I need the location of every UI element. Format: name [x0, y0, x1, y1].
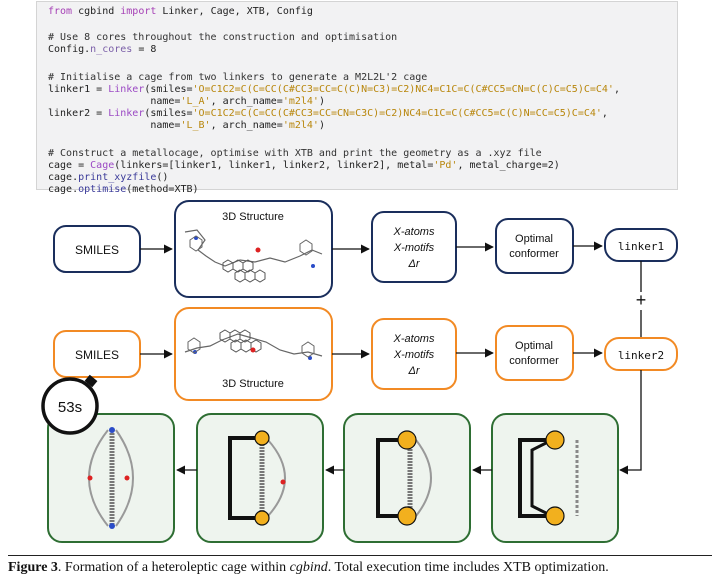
- molecule-image-1: [184, 229, 323, 283]
- code-token: 8: [150, 44, 157, 55]
- feature-xmotifs-2: X-motifs: [393, 349, 435, 361]
- code-line: name='L_B', arch_name='m2l4'): [48, 120, 325, 132]
- code-token: (linkers=[linker1, linker1, linker2, lin…: [114, 160, 434, 171]
- code-line: from cgbind import Linker, Cage, XTB, Co…: [48, 6, 313, 18]
- code-token: 'L_A': [180, 96, 211, 107]
- timer-label: 53s: [58, 399, 82, 416]
- code-token: Linker: [108, 108, 145, 119]
- code-token: , metal_charge=: [457, 160, 548, 171]
- linker2-label: linker2: [618, 349, 664, 362]
- cage-panel-4: [491, 413, 619, 543]
- code-token: Cage: [90, 160, 115, 171]
- code-token: import: [120, 6, 157, 17]
- cage-frame-2: [228, 430, 286, 526]
- code-token: (method=XTB): [126, 184, 199, 195]
- row2: SMILES 3D Structure X-atoms X-motifs Δr …: [53, 307, 678, 401]
- conformer-label-2a: Optimal: [515, 340, 553, 352]
- code-token: Linker, Cage, XTB, Config: [156, 6, 313, 17]
- code-block: from cgbind import Linker, Cage, XTB, Co…: [36, 1, 678, 195]
- caption-italic: cgbind: [289, 560, 328, 575]
- figure-caption: Figure 3. Formation of a heteroleptic ca…: [8, 555, 712, 576]
- cage-frame-4: [518, 430, 579, 526]
- code-token: linker2 =: [48, 108, 109, 119]
- code-token: print_xyzfile: [78, 172, 157, 183]
- code-token: 'O=C1C2=C(C=CC(C#CC3=CC=CN=C3C)=C2)NC4=C…: [192, 108, 602, 119]
- code-token: Config.: [48, 44, 91, 55]
- code-token: =: [132, 44, 151, 55]
- smiles-label-2: SMILES: [75, 348, 119, 362]
- features-box-2: [371, 318, 457, 390]
- code-token: 2: [547, 160, 554, 171]
- code-line: linker1 = Linker(smiles='O=C1C2=C(C=CC(C…: [48, 84, 620, 96]
- code-token: 'm2l4': [282, 96, 319, 107]
- code-line: cage.print_xyzfile(): [48, 172, 168, 184]
- code-token: name=: [48, 96, 181, 107]
- code-token: (smiles=: [144, 108, 193, 119]
- code-token: cage =: [48, 160, 91, 171]
- cage-row: [47, 413, 619, 543]
- code-token: cage.: [48, 184, 79, 195]
- code-token: Linker: [108, 84, 145, 95]
- code-token: n_cores: [90, 44, 133, 55]
- smiles-label-1: SMILES: [75, 243, 119, 257]
- code-line: linker2 = Linker(smiles='O=C1C2=C(C=CC(C…: [48, 108, 608, 120]
- code-line: # Initialise a cage from two linkers to …: [48, 72, 427, 84]
- conformer-box-2: [495, 325, 574, 381]
- molecule-image-2: [184, 329, 323, 360]
- code-token: ,: [601, 108, 608, 119]
- code-token: , arch_name=: [210, 96, 283, 107]
- feature-xatoms-1: X-atoms: [393, 226, 435, 238]
- caption-label: Figure 3: [8, 560, 58, 575]
- code-token: linker1 =: [48, 84, 109, 95]
- code-token: ): [318, 96, 325, 107]
- cage-frame-3: [376, 430, 432, 526]
- conformer-label-1b: conformer: [509, 248, 559, 260]
- code-token: optimise: [78, 184, 127, 195]
- structure-title-1: 3D Structure: [222, 211, 284, 223]
- code-token: # Use 8 cores throughout the constructio…: [48, 32, 398, 43]
- linker1-label: linker1: [618, 240, 664, 253]
- code-token: (): [156, 172, 169, 183]
- caption-text-before: . Formation of a heteroleptic cage withi…: [57, 560, 290, 575]
- code-token: ): [318, 120, 325, 131]
- code-token: # Construct a metallocage, optimise with…: [48, 148, 542, 159]
- code-token: from: [48, 6, 73, 17]
- stopwatch-icon: 53s: [41, 374, 99, 435]
- code-line: # Construct a metallocage, optimise with…: [48, 148, 542, 160]
- code-token: 'L_B': [180, 120, 211, 131]
- code-token: ): [553, 160, 560, 171]
- code-token: cage.: [48, 172, 79, 183]
- code-token: , arch_name=: [210, 120, 283, 131]
- code-token: ,: [613, 84, 620, 95]
- cage-panel-3: [343, 413, 471, 543]
- feature-dr-2: Δr: [407, 365, 420, 377]
- feature-dr-1: Δr: [407, 258, 420, 270]
- code-line: cage.optimise(method=XTB): [48, 184, 199, 196]
- code-line: name='L_A', arch_name='m2l4'): [48, 96, 325, 108]
- code-token: # Initialise a cage from two linkers to …: [48, 72, 428, 83]
- code-token: (smiles=: [144, 84, 193, 95]
- conformer-label-1a: Optimal: [515, 233, 553, 245]
- conformer-box-1: [495, 218, 574, 274]
- conformer-label-2b: conformer: [509, 355, 559, 367]
- code-line: # Use 8 cores throughout the constructio…: [48, 32, 397, 44]
- plus-sign: +: [636, 290, 647, 310]
- code-token: name=: [48, 120, 181, 131]
- structure-title-2: 3D Structure: [222, 378, 284, 390]
- caption-text-after: . Total execution time includes XTB opti…: [327, 560, 609, 575]
- code-token: 'Pd': [433, 160, 458, 171]
- feature-xmotifs-1: X-motifs: [393, 242, 435, 254]
- row1: SMILES 3D Structure X-atoms X-motifs Δr …: [53, 200, 678, 298]
- feature-xatoms-2: X-atoms: [393, 333, 435, 345]
- code-line: cage = Cage(linkers=[linker1, linker1, l…: [48, 160, 560, 172]
- code-token: 'm2l4': [282, 120, 319, 131]
- code-token: cgbind: [72, 6, 121, 17]
- code-line: Config.n_cores = 8: [48, 44, 156, 56]
- code-token: 'O=C1C2=C(C=CC(C#CC3=CC=C(C)N=C3)=C2)NC4…: [192, 84, 614, 95]
- cage-frame-1: [87, 427, 134, 529]
